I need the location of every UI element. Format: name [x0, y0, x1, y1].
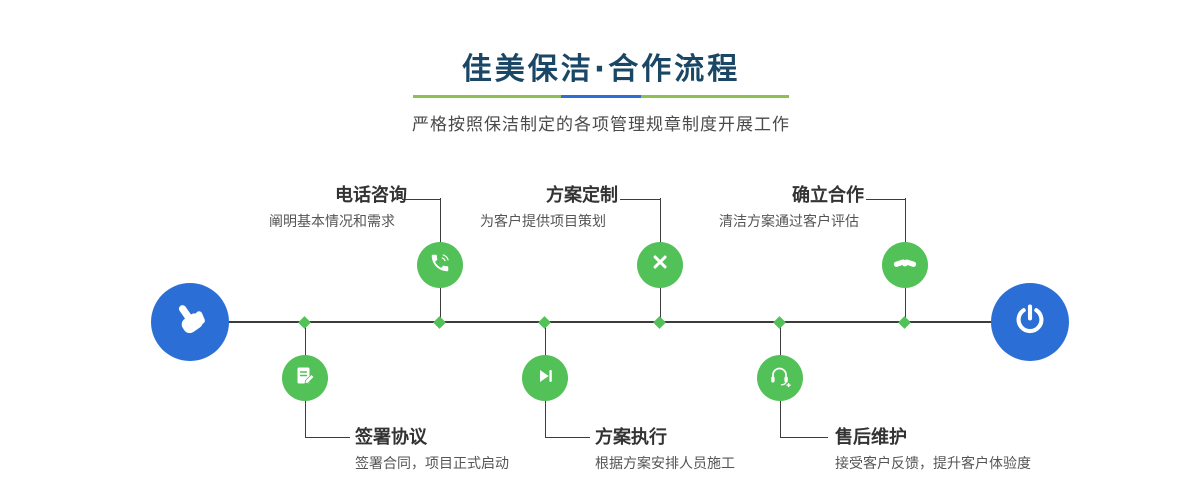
step-title: 签署协议 — [355, 427, 427, 448]
hand-pointer-icon — [169, 299, 211, 345]
step-desc: 根据方案安排人员施工 — [595, 456, 735, 472]
play-icon — [534, 365, 556, 391]
step-title: 方案定制 — [546, 185, 618, 206]
step-label-phone: 电话咨询 阐明基本情况和需求 — [257, 185, 407, 231]
step-desc: 清洁方案通过客户评估 — [719, 214, 859, 230]
contract-icon — [293, 364, 317, 392]
handshake-icon — [892, 250, 918, 280]
connector-line — [620, 199, 660, 200]
title-divider-accent — [561, 95, 641, 98]
timeline-marker — [773, 316, 786, 329]
connector-line — [545, 437, 590, 438]
step-title: 确立合作 — [792, 185, 864, 206]
step-label-execute: 方案执行 根据方案安排人员施工 — [595, 427, 825, 473]
connector-line — [780, 437, 828, 438]
step-label-cooperate: 确立合作 清洁方案通过客户评估 — [714, 185, 864, 231]
step-desc: 接受客户反馈，提升客户体验度 — [835, 456, 1031, 472]
step-node-phone — [417, 242, 463, 288]
step-node-cooperate — [882, 242, 928, 288]
connector-line — [305, 437, 350, 438]
step-node-sign — [282, 355, 328, 401]
phone-icon — [429, 252, 451, 278]
timeline-marker — [433, 316, 446, 329]
timeline-end-node — [991, 283, 1069, 361]
step-node-aftersales — [757, 355, 803, 401]
step-label-aftersales: 售后维护 接受客户反馈，提升客户体验度 — [835, 427, 1065, 473]
service-icon — [768, 364, 792, 392]
step-node-plan — [637, 242, 683, 288]
timeline-start-node — [151, 283, 229, 361]
timeline-marker — [298, 316, 311, 329]
timeline-line — [190, 321, 1032, 323]
timeline-marker — [898, 316, 911, 329]
title-divider — [413, 95, 789, 98]
design-icon — [648, 251, 672, 279]
power-icon — [1011, 301, 1049, 343]
step-title: 售后维护 — [835, 427, 907, 448]
step-label-sign: 签署协议 签署合同，项目正式启动 — [355, 427, 585, 473]
connector-line — [866, 199, 905, 200]
timeline-marker — [538, 316, 551, 329]
page-title: 佳美保洁·合作流程 — [461, 52, 741, 87]
step-desc: 为客户提供项目策划 — [480, 214, 606, 230]
step-label-plan: 方案定制 为客户提供项目策划 — [468, 185, 618, 231]
step-desc: 阐明基本情况和需求 — [269, 214, 395, 230]
step-title: 电话咨询 — [335, 185, 407, 206]
step-node-execute — [522, 355, 568, 401]
page-subtitle: 严格按照保洁制定的各项管理规章制度开展工作 — [412, 115, 790, 135]
timeline-marker — [653, 316, 666, 329]
connector-line — [402, 199, 440, 200]
step-desc: 签署合同，项目正式启动 — [355, 456, 509, 472]
step-title: 方案执行 — [595, 427, 667, 448]
